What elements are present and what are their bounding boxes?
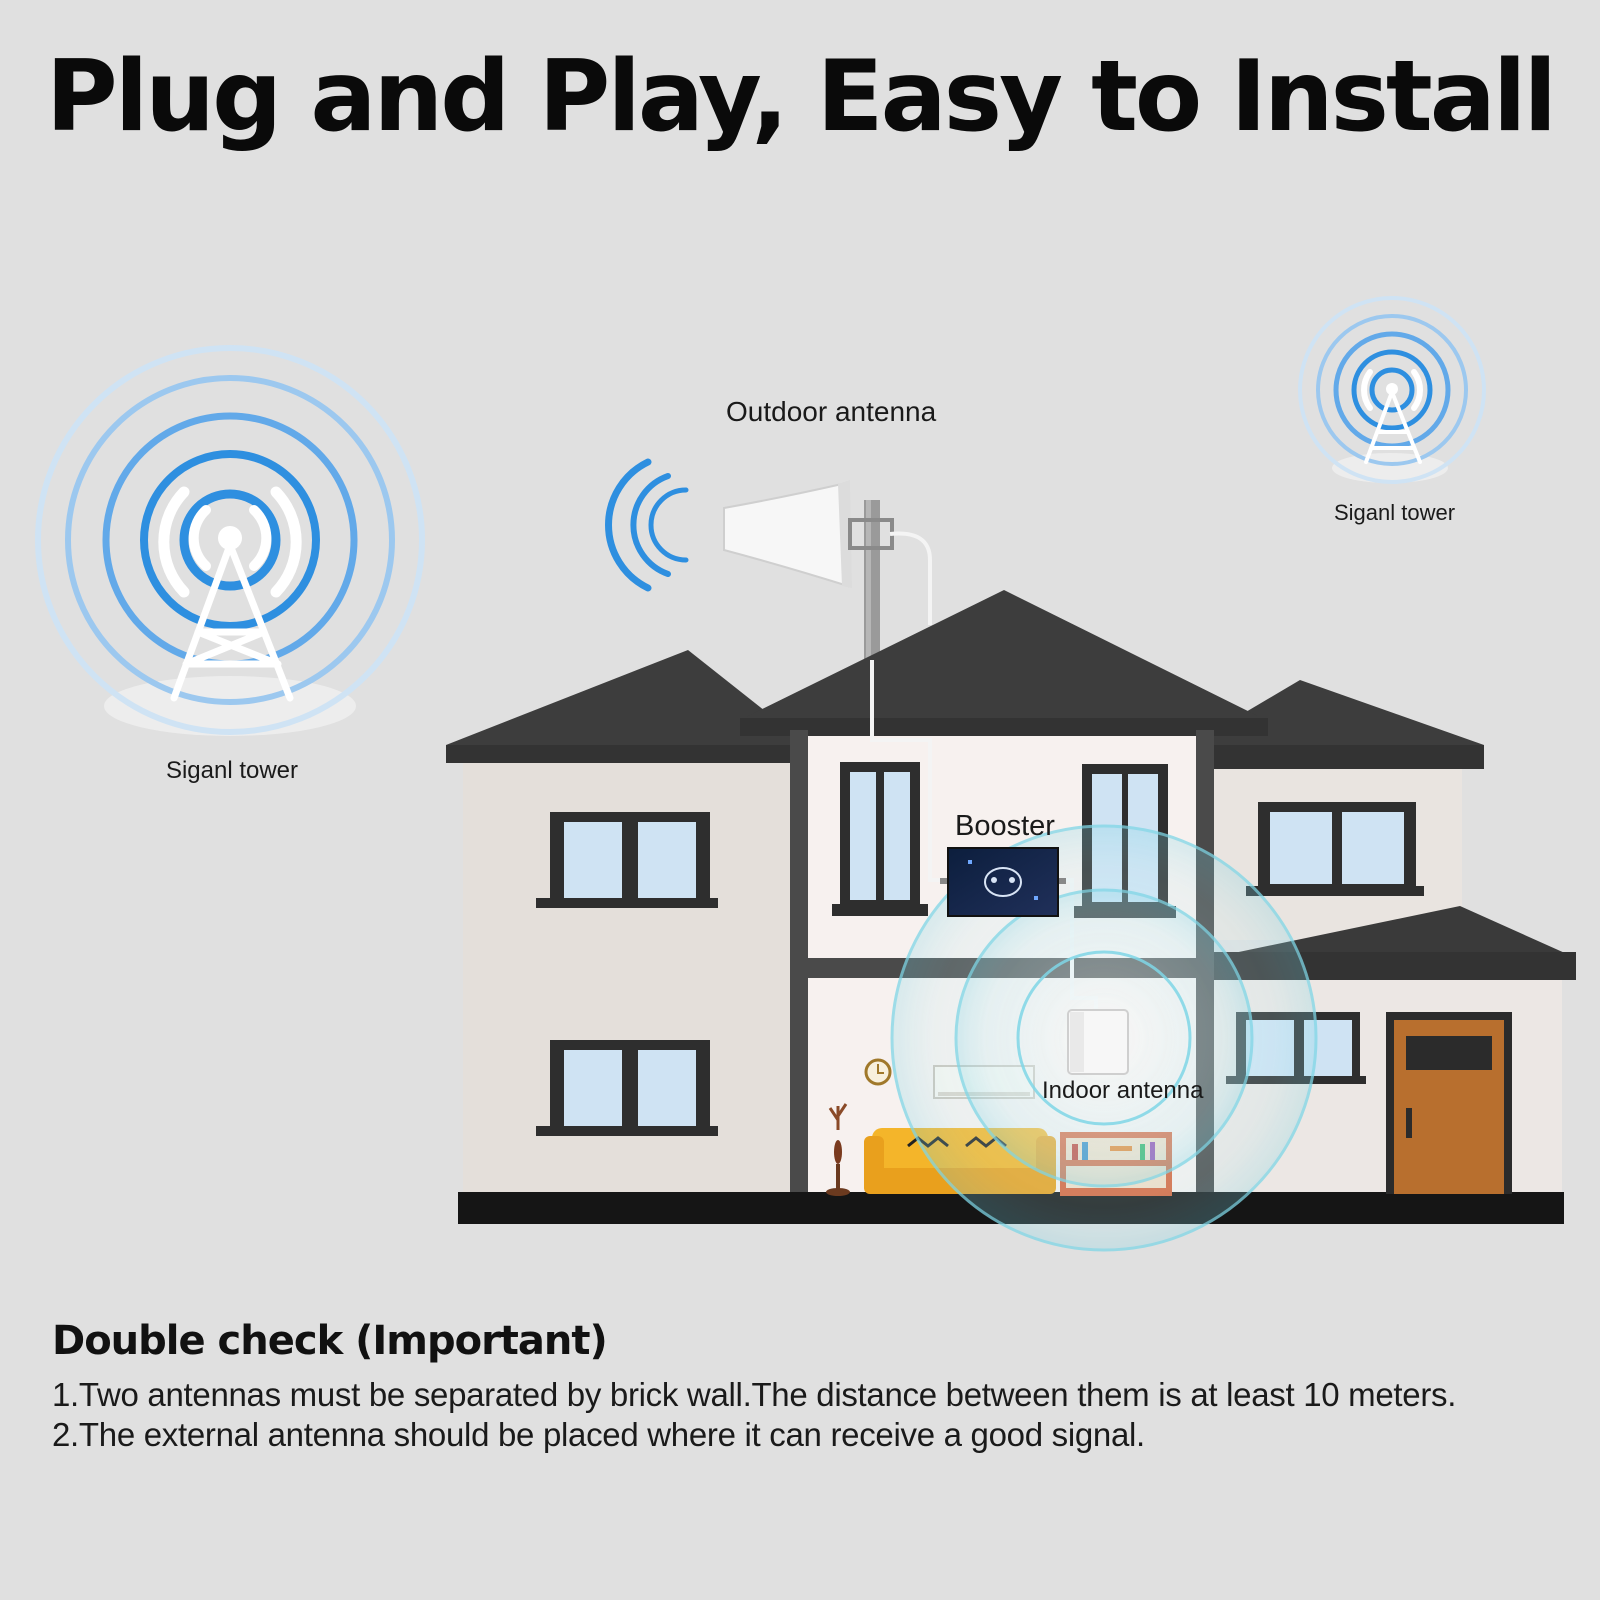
house xyxy=(446,590,1576,1252)
window xyxy=(832,762,928,916)
plant-icon xyxy=(826,1103,850,1196)
signal-tower-left: Siganl tower xyxy=(35,345,425,784)
clock-icon xyxy=(864,1058,892,1086)
note-item: 1.Two antennas must be separated by bric… xyxy=(52,1376,1457,1413)
window xyxy=(1246,802,1424,896)
signal-waves-icon xyxy=(605,458,689,592)
window xyxy=(536,812,718,908)
page-title: Plug and Play, Easy to Install xyxy=(45,40,1557,154)
indoor-antenna xyxy=(1067,1009,1129,1075)
door xyxy=(1386,1012,1512,1194)
window xyxy=(536,1040,718,1136)
outdoor-antenna-label: Outdoor antenna xyxy=(726,396,937,427)
booster-label: Booster xyxy=(955,810,1055,842)
cell-tower-icon xyxy=(1298,296,1486,484)
panel-antenna-icon xyxy=(1067,1009,1129,1075)
signal-tower-right-label: Siganl tower xyxy=(1334,500,1456,525)
signal-booster-icon xyxy=(940,847,1066,917)
outdoor-antenna xyxy=(605,458,932,660)
signal-tower-left-label: Siganl tower xyxy=(166,757,298,784)
note-item: 2.The external antenna should be placed … xyxy=(52,1416,1145,1453)
indoor-antenna-label: Indoor antenna xyxy=(1042,1077,1204,1104)
signal-tower-right xyxy=(1298,296,1486,484)
cell-tower-icon xyxy=(35,345,425,736)
booster xyxy=(940,847,1066,917)
notes-heading: Double check (Important) xyxy=(52,1318,608,1364)
